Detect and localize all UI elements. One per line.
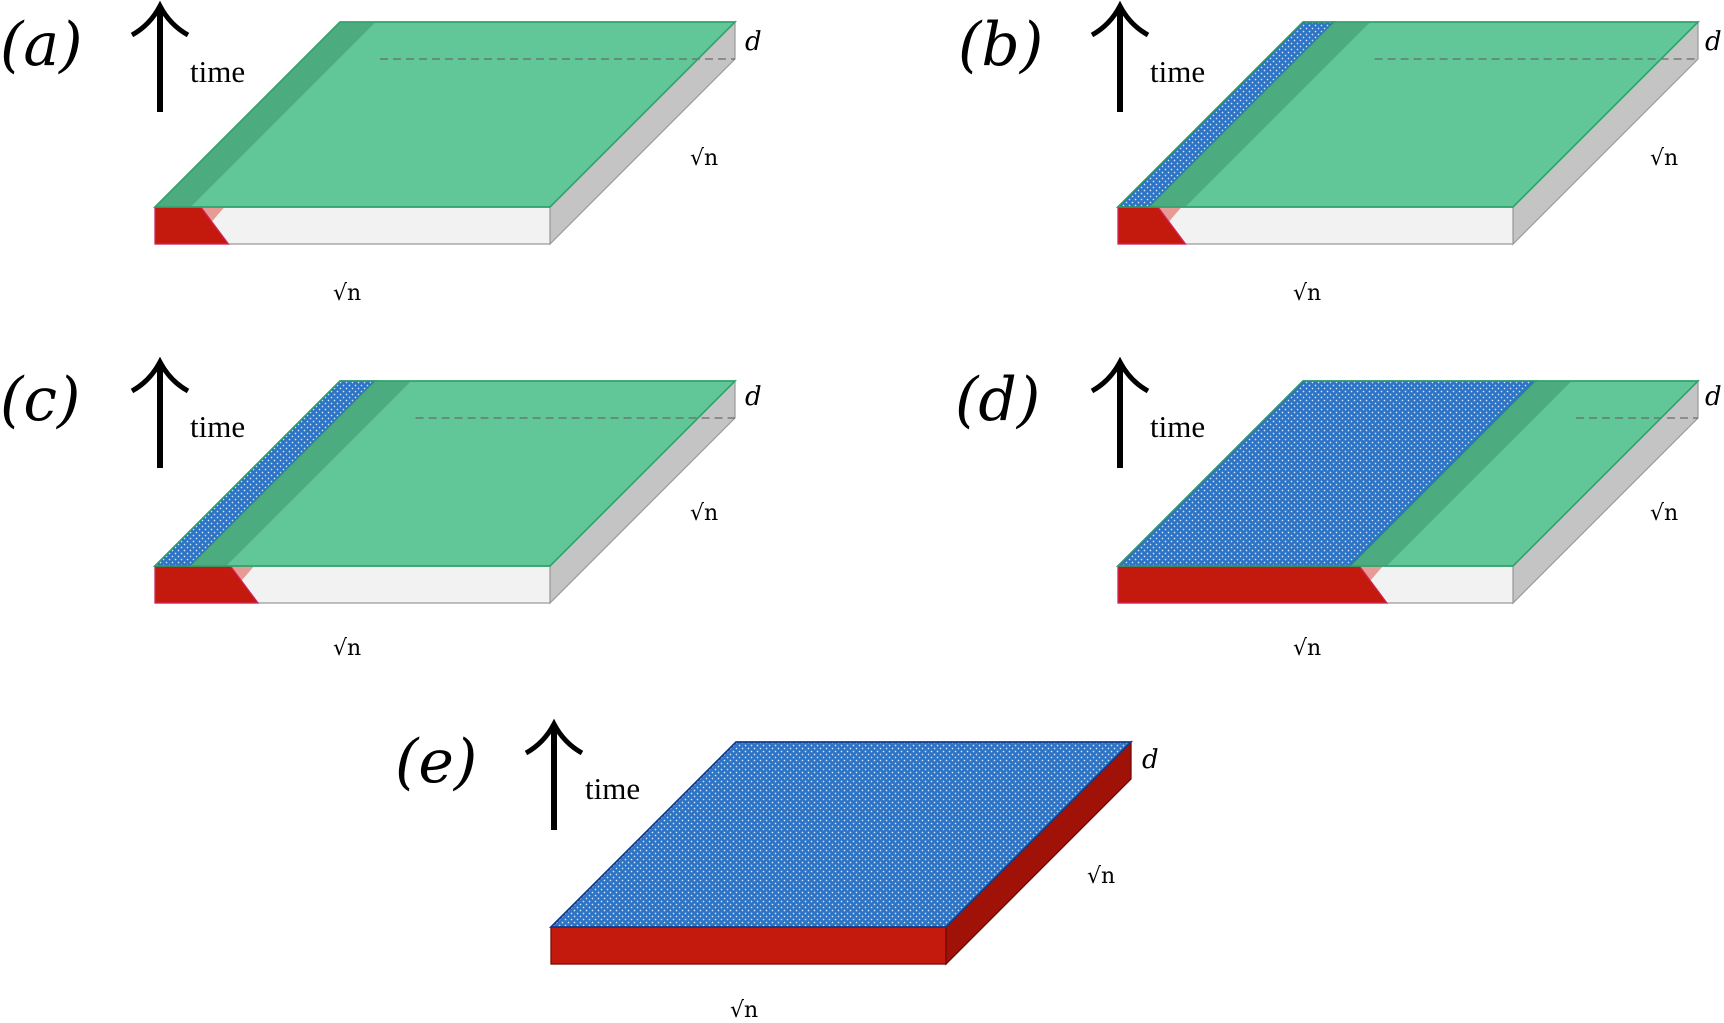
slab xyxy=(549,740,1133,966)
depth-label: d xyxy=(1705,27,1722,57)
panel-e: (e) time d √n √n xyxy=(395,718,1159,1023)
red-front xyxy=(550,926,947,965)
front-length-label: √n xyxy=(1293,636,1321,661)
red-front xyxy=(1117,565,1389,604)
slab xyxy=(153,20,737,246)
side-length-label: √n xyxy=(1087,864,1115,889)
depth-label: d xyxy=(745,27,762,57)
panel-label: (e) xyxy=(395,727,477,797)
panel-c: (c) time d √n √n xyxy=(0,356,762,661)
side-length-label: √n xyxy=(690,501,718,526)
time-arrow xyxy=(1090,356,1150,468)
green-band xyxy=(1351,381,1572,566)
panel-label: (a) xyxy=(0,10,83,80)
panel-label: (c) xyxy=(0,365,80,435)
depth-label: d xyxy=(1705,382,1722,412)
panel-label: (b) xyxy=(958,10,1043,80)
front-length-label: √n xyxy=(333,281,361,306)
top-outline xyxy=(153,21,737,208)
top-outline xyxy=(1116,21,1700,208)
time-arrow xyxy=(524,718,584,830)
time-arrow xyxy=(1090,0,1150,112)
green-band xyxy=(1149,22,1371,207)
slab xyxy=(1116,379,1700,605)
side-length-label: √n xyxy=(690,146,718,171)
time-label: time xyxy=(190,409,245,444)
panel-a: (a) time d √n √n xyxy=(0,0,762,306)
slab xyxy=(1116,20,1700,246)
front-length-label: √n xyxy=(333,636,361,661)
top-outline xyxy=(153,380,737,567)
time-arrow xyxy=(130,356,190,468)
side-length-label: √n xyxy=(1650,146,1678,171)
time-label: time xyxy=(1150,409,1205,444)
slab xyxy=(153,379,737,605)
green-band xyxy=(190,381,412,566)
panel-b: (b) time d √n √n xyxy=(958,0,1722,306)
front-length-label: √n xyxy=(730,998,758,1023)
depth-label: d xyxy=(1142,745,1159,775)
panel-d: (d) time d √n √n xyxy=(955,356,1722,661)
depth-label: d xyxy=(745,382,762,412)
top-outline xyxy=(1116,380,1700,567)
time-label: time xyxy=(1150,54,1205,89)
panel-label: (d) xyxy=(955,365,1040,435)
green-band xyxy=(155,22,376,207)
time-label: time xyxy=(585,771,640,806)
front-length-label: √n xyxy=(1293,281,1321,306)
time-arrow xyxy=(130,0,190,112)
time-label: time xyxy=(190,54,245,89)
side-length-label: √n xyxy=(1650,501,1678,526)
top-outline xyxy=(549,741,1133,928)
